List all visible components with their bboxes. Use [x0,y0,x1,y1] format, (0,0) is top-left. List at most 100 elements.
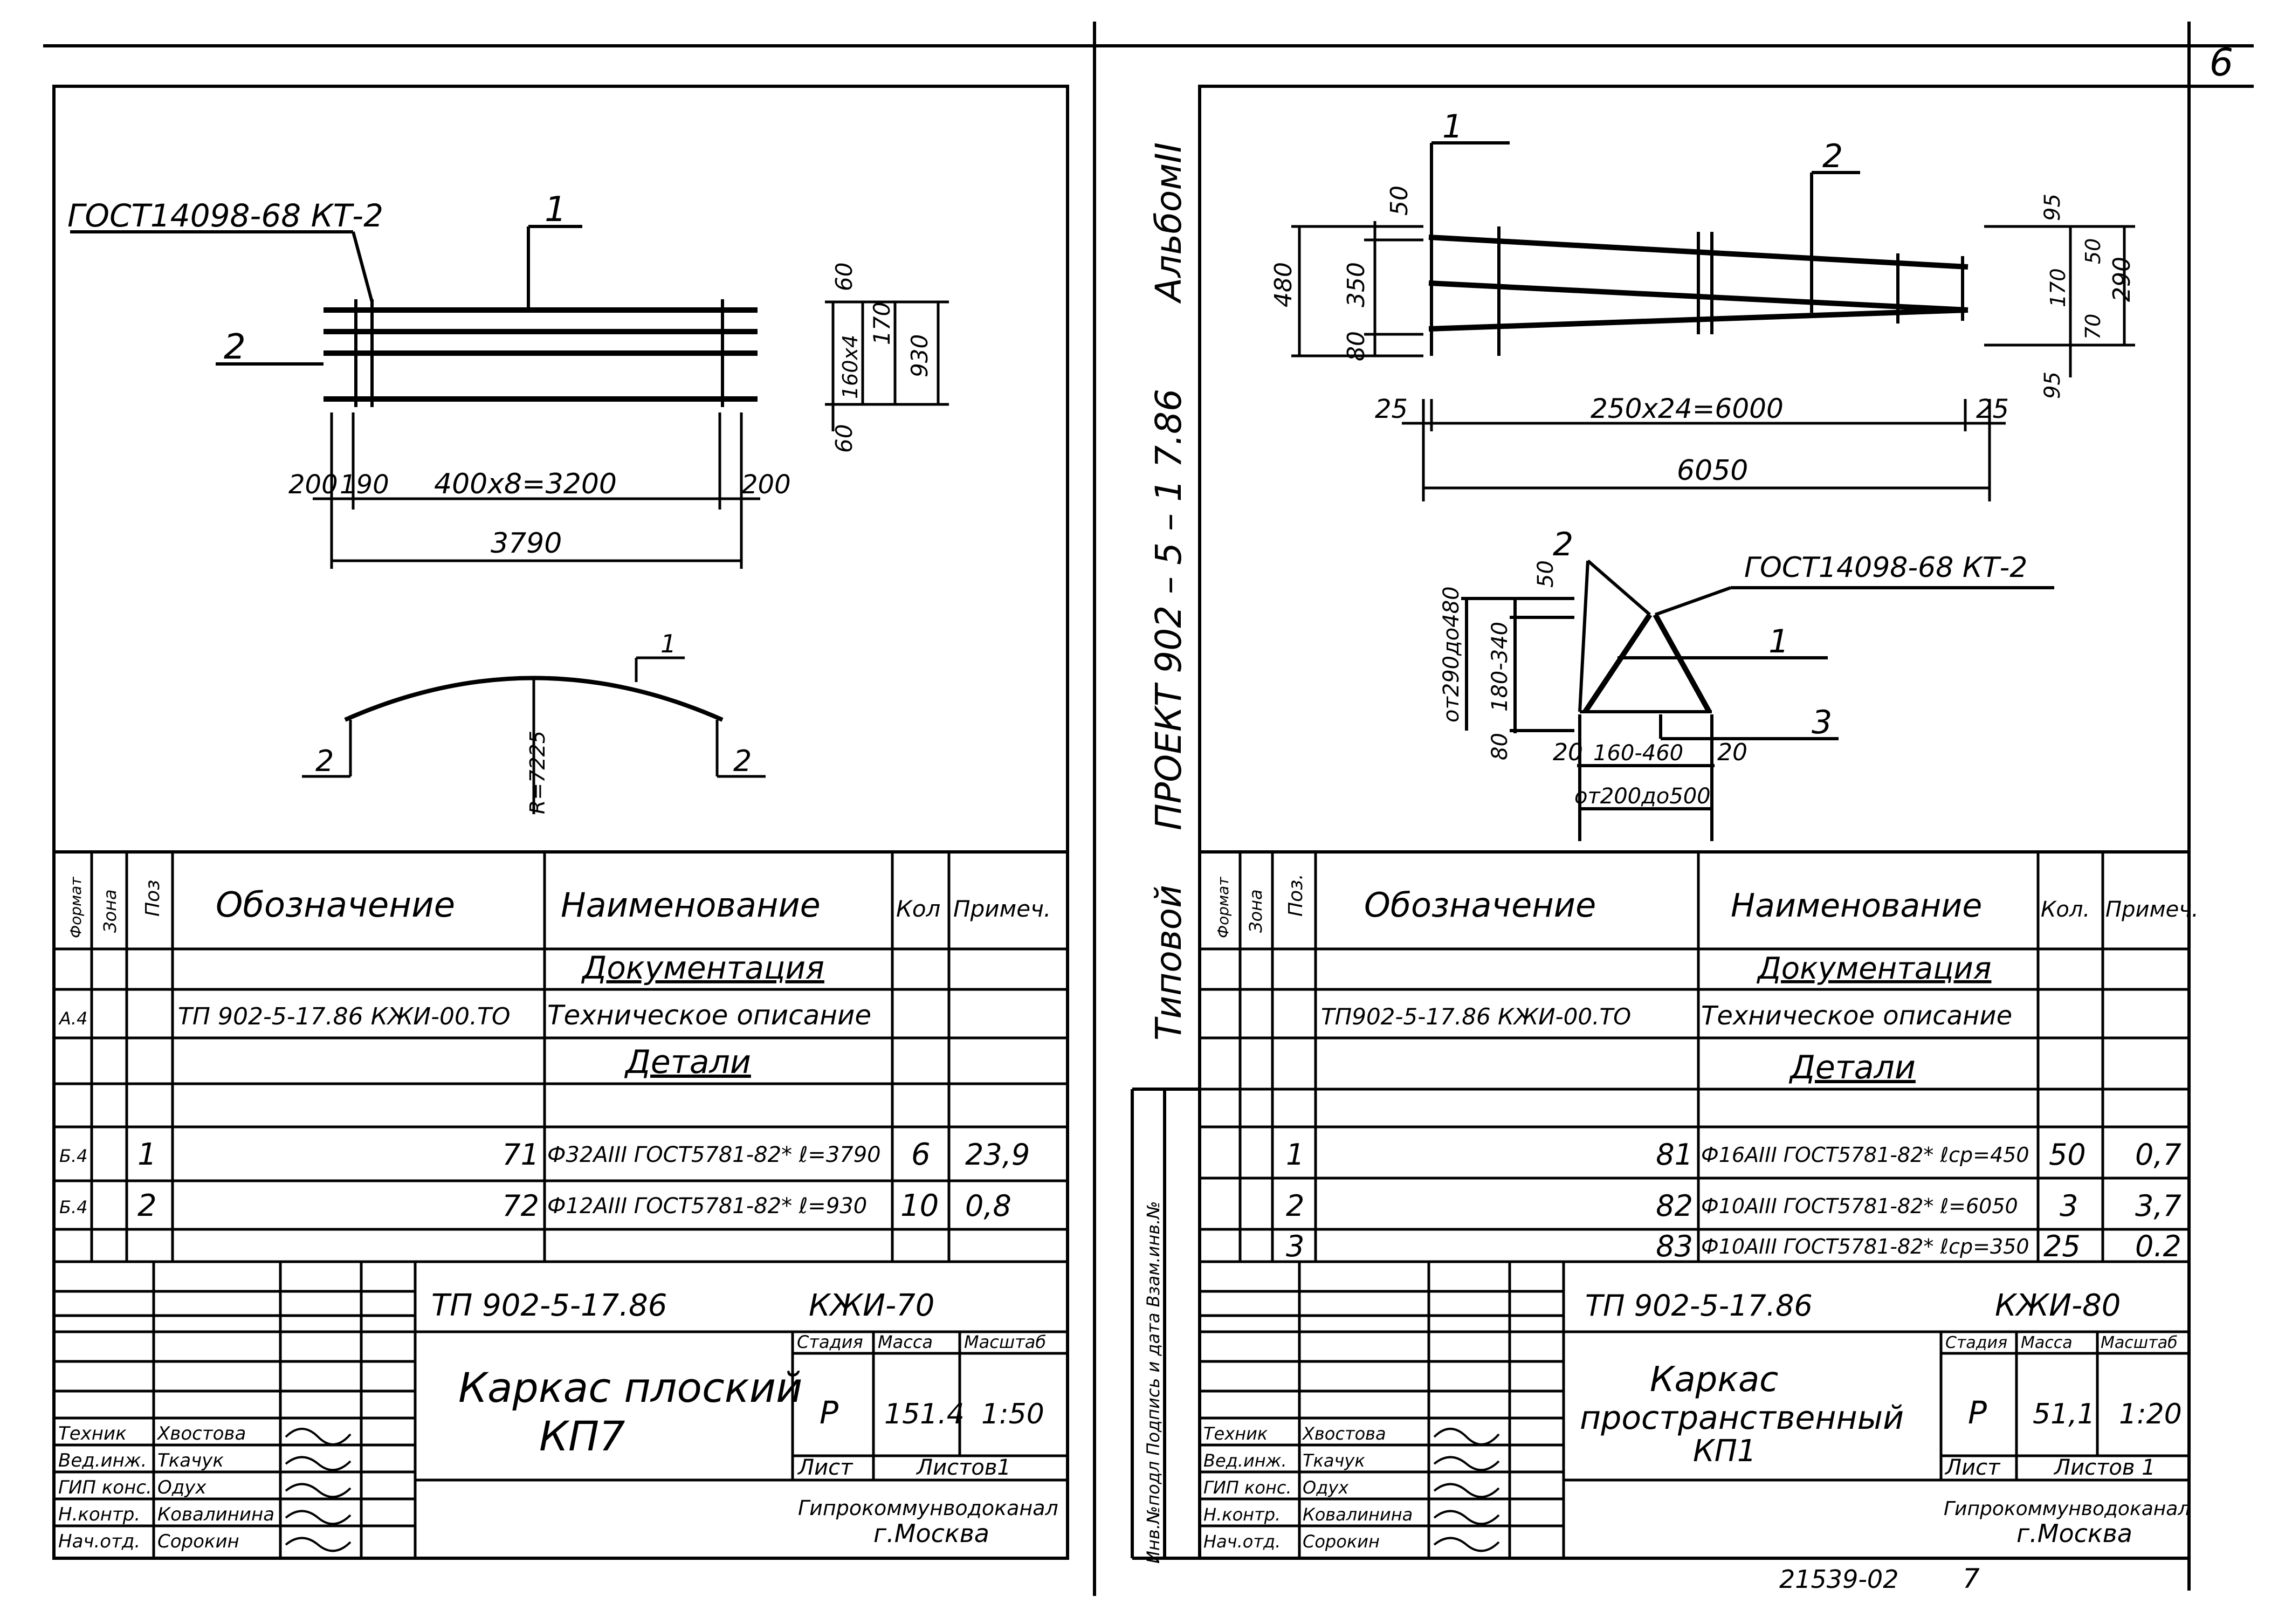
right-row3-pos: 3 [1286,1229,1304,1263]
right-section-dim-var: от290до480 [1439,586,1464,722]
left-row1-designation: 71 [502,1138,539,1172]
right-row3-qty: 25 [2043,1229,2081,1263]
album-label: АльбомII [1148,142,1189,304]
left-staff-role-2: Вед.инж. [58,1450,147,1471]
left-tb-project-code: ТП 902-5-17.86 [431,1288,667,1323]
left-hdr-designation: Обозначение [216,885,455,925]
right-row1-name: Ф16АIII ГОСТ5781-82* ℓср=450 [1701,1143,2029,1167]
left-row1-format: Б.4 [59,1146,87,1166]
left-horizontal-dims [313,412,760,569]
right-left-dims [1291,221,1423,357]
typical-label: Типовой [1148,885,1189,1041]
right-section-dim-180: 180-340 [1488,622,1512,712]
right-dim-25b: 25 [1976,394,2009,424]
right-horizontal-dims [1402,399,2006,501]
right-tb-org-2: г.Москва [2016,1519,2132,1548]
right-staff-name-1: Хвостова [1302,1423,1386,1444]
right-section-lines [1461,559,2054,841]
right-section-dim-50: 50 [1533,560,1558,588]
right-hdr-note: Примеч. [2105,897,2199,922]
right-cage-stirrups [1430,141,1964,356]
right-right-dims [1984,225,2135,377]
right-row3-name: Ф10АIII ГОСТ5781-82* ℓср=350 [1701,1235,2029,1258]
left-arc-callout-2a: 2 [315,744,334,778]
left-row2-name: Ф12АIII ГОСТ5781-82* ℓ=930 [547,1194,867,1219]
left-title-block: ТП 902-5-17.86 КЖИ-70 Каркас плоский КП7… [54,1262,1068,1558]
left-cage-stirrups [70,225,724,407]
right-dim-350: 350 [1343,262,1370,307]
left-dim-span: 400х8=3200 [434,468,617,500]
right-callout-1: 1 [1442,108,1463,146]
right-section-gost: ГОСТ14098-68 КТ-2 [1744,552,2027,584]
left-doc-designation: ТП 902-5-17.86 КЖИ-00.ТО [178,1003,511,1030]
right-dim-70: 70 [2081,314,2105,340]
right-hdr-qty: Кол. [2041,897,2090,922]
left-callout-1: 1 [545,190,567,230]
left-tb-doc-code: КЖИ-70 [809,1288,934,1323]
right-tb-mass-label: Масса [2021,1333,2073,1352]
right-section-callout-1: 1 [1768,623,1789,660]
left-callout-2: 2 [224,327,246,367]
right-row1-note: 0,7 [2135,1138,2181,1172]
left-staff-name-5: Сорокин [157,1531,239,1552]
bottom-code: 21539-02 [1779,1565,1898,1594]
left-frame [52,85,1069,1560]
left-dim-160x4: 160х4 [838,335,862,399]
right-tb-stage: Р [1968,1394,1987,1431]
right-spec-table: Формат Зона Поз. Обозначение Наименовани… [1200,852,2199,1263]
page-number: 6 [2210,40,2234,85]
right-section-details: Детали [1788,1049,1916,1086]
right-hdr-pos: Поз. [1285,873,1307,917]
left-tb-org-1: Гипрокоммунводоканал [798,1496,1058,1520]
right-hdr-format: Формат [1214,877,1232,938]
right-tb-title-2: пространственный [1580,1399,1904,1437]
right-tb-scale: 1:20 [2119,1398,2182,1430]
right-staff-name-5: Сорокин [1303,1531,1380,1552]
right-tb-doc-code: КЖИ-80 [1995,1288,2121,1323]
right-staff-role-5: Нач.отд. [1203,1531,1281,1552]
right-row3-designation: 83 [1656,1229,1693,1263]
right-section-callout-3: 3 [1812,704,1832,741]
left-row2-format: Б.4 [59,1197,87,1217]
left-tb-mass-label: Масса [878,1332,933,1352]
left-hdr-name: Наименование [561,885,821,925]
right-dim-50b: 50 [2081,238,2105,264]
right-dim-95a: 95 [2040,194,2065,221]
left-row2-pos: 2 [137,1188,157,1223]
left-gost-label: ГОСТ14098-68 КТ-2 [67,197,383,234]
right-doc-designation: ТП902-5-17.86 КЖИ-00.ТО [1321,1003,1631,1030]
right-row2-name: Ф10АIII ГОСТ5781-82* ℓ=6050 [1701,1194,2018,1218]
left-row2-designation: 72 [502,1189,539,1223]
left-staff-role-4: Н.контр. [58,1504,140,1525]
right-signatures [1433,1428,1500,1552]
left-vertical-dims [825,300,949,431]
left-dim-190: 190 [340,470,389,500]
right-tb-title-1: Каркас [1650,1360,1778,1400]
left-staff-role-5: Нач.отд. [58,1531,140,1552]
left-hdr-note: Примеч. [953,896,1051,922]
right-dim-290: 290 [2108,257,2136,302]
right-frame [1131,85,2191,1560]
right-staff-name-4: Ковалинина [1303,1504,1413,1525]
right-row2-qty: 3 [2060,1189,2078,1223]
right-section-dim-80: 80 [1488,733,1512,760]
right-tb-mass: 51,1 [2033,1398,2095,1430]
right-tb-sheets-label: Листов 1 [2053,1455,2156,1480]
left-arc-radius: R=7225 [526,731,549,814]
left-row2-note: 0,8 [965,1189,1011,1223]
left-arc [344,676,724,722]
right-hdr-designation: Обозначение [1364,885,1596,925]
left-tb-sheet-label: Лист [797,1455,854,1480]
left-hdr-qty: Кол [896,896,940,922]
right-dim-50: 50 [1386,185,1413,216]
left-tb-stage-label: Стадия [797,1332,863,1352]
project-label: ПРОЕКТ 902 – 5 – 1 7.86 [1148,389,1189,830]
right-dim-480: 480 [1270,262,1297,307]
left-row1-note: 23,9 [965,1138,1030,1172]
left-tb-mass: 151.4 [884,1398,965,1430]
right-tb-sheet-label: Лист [1944,1455,2001,1480]
right-dim-span: 250х24=6000 [1591,393,1784,424]
right-row1-qty: 50 [2049,1138,2086,1172]
right-doc-name: Техническое описание [1701,1001,2012,1031]
